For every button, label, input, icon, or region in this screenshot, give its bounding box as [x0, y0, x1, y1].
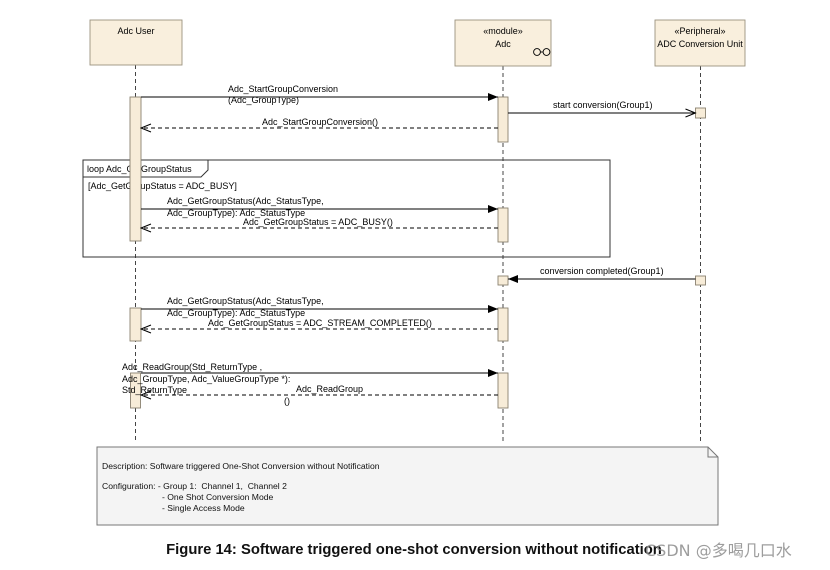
participant-stereotype: «Peripheral» — [674, 26, 725, 36]
loop-frame — [82, 159, 611, 258]
message-read-group-return: Adc_ReadGroup () — [141, 384, 498, 406]
participant-adc-conversion-unit: «Peripheral» ADC Conversion Unit — [654, 19, 746, 67]
activation-bar — [129, 307, 142, 342]
message-label: Adc_GroupType): Adc_StatusType — [167, 308, 305, 318]
activation-bar — [497, 207, 509, 243]
note-body — [96, 446, 719, 526]
activation-bar — [497, 307, 509, 342]
participant-adc: «module» Adc — [454, 19, 552, 67]
message-get-group-status-call-1: Adc_GetGroupStatus(Adc_StatusType, Adc_G… — [141, 196, 498, 218]
participant-name: Adc User — [117, 26, 154, 36]
message-label: Adc_GetGroupStatus(Adc_StatusType, — [167, 196, 324, 206]
figure-caption: Figure 14: Software triggered one-shot c… — [166, 542, 662, 558]
activation-bar — [497, 275, 509, 286]
loop-guard: [Adc_GetGroupStatus = ADC_BUSY] — [88, 181, 237, 191]
activation-bar — [695, 275, 706, 286]
message-label: Adc_GroupType, Adc_ValueGroupType *): — [122, 374, 290, 384]
message-read-group-call: Adc_ReadGroup(Std_ReturnType , Adc_Group… — [122, 362, 498, 395]
loop-tab — [83, 160, 209, 178]
activation-bar — [130, 372, 141, 409]
message-start-group-conversion-return: Adc_StartGroupConversion() — [141, 117, 498, 128]
note-configuration-item: - One Shot Conversion Mode — [162, 492, 274, 502]
participant-box — [454, 19, 552, 67]
watermark: CSDN @多喝几口水 — [645, 541, 792, 560]
message-label: (Adc_GroupType) — [228, 95, 299, 105]
activation-bar — [129, 96, 142, 242]
activations-adc — [497, 96, 509, 409]
message-start-conversion: start conversion(Group1) — [508, 100, 696, 113]
note-configuration: Configuration: - Group 1: Channel 1, Cha… — [102, 481, 287, 491]
note-dog-ear — [707, 447, 718, 458]
participant-name: ADC Conversion Unit — [657, 39, 743, 49]
message-label: Adc_StartGroupConversion — [228, 84, 338, 94]
message-label: Adc_ReadGroup — [296, 384, 363, 394]
message-conversion-completed: conversion completed(Group1) — [508, 266, 696, 283]
message-label: () — [284, 396, 290, 406]
participant-box — [89, 19, 183, 66]
message-label: Adc_GetGroupStatus = ADC_BUSY() — [243, 217, 393, 227]
message-label: Std_ReturnType — [122, 385, 187, 395]
description-note: Description: Software triggered One-Shot… — [96, 446, 719, 526]
message-label: start conversion(Group1) — [553, 100, 653, 110]
message-get-group-status-return-busy: Adc_GetGroupStatus = ADC_BUSY() — [141, 217, 498, 228]
message-label: conversion completed(Group1) — [540, 266, 664, 276]
message-label: Adc_GetGroupStatus = ADC_STREAM_COMPLETE… — [208, 318, 432, 328]
message-label: Adc_GroupType): Adc_StatusType — [167, 208, 305, 218]
module-icon — [533, 48, 551, 56]
note-configuration-item: - Single Access Mode — [162, 503, 245, 513]
activation-bar — [497, 96, 509, 143]
message-label: Adc_GetGroupStatus(Adc_StatusType, — [167, 296, 324, 306]
module-icon-left-ring — [533, 48, 541, 56]
participant-name: Adc — [495, 39, 511, 49]
message-get-group-status-call-2: Adc_GetGroupStatus(Adc_StatusType, Adc_G… — [141, 296, 498, 318]
activation-bar — [497, 372, 509, 409]
participant-adc-user: Adc User — [89, 19, 183, 66]
activation-bar — [695, 107, 706, 119]
activations-adc-user — [129, 96, 142, 409]
participant-stereotype: «module» — [483, 26, 523, 36]
note-description: Description: Software triggered One-Shot… — [102, 461, 380, 471]
message-start-group-conversion-call: Adc_StartGroupConversion (Adc_GroupType) — [141, 84, 498, 105]
participant-box — [654, 19, 746, 67]
message-get-group-status-return-completed: Adc_GetGroupStatus = ADC_STREAM_COMPLETE… — [141, 318, 498, 329]
message-label: Adc_StartGroupConversion() — [262, 117, 378, 127]
message-label: Adc_ReadGroup(Std_ReturnType , — [122, 362, 262, 372]
